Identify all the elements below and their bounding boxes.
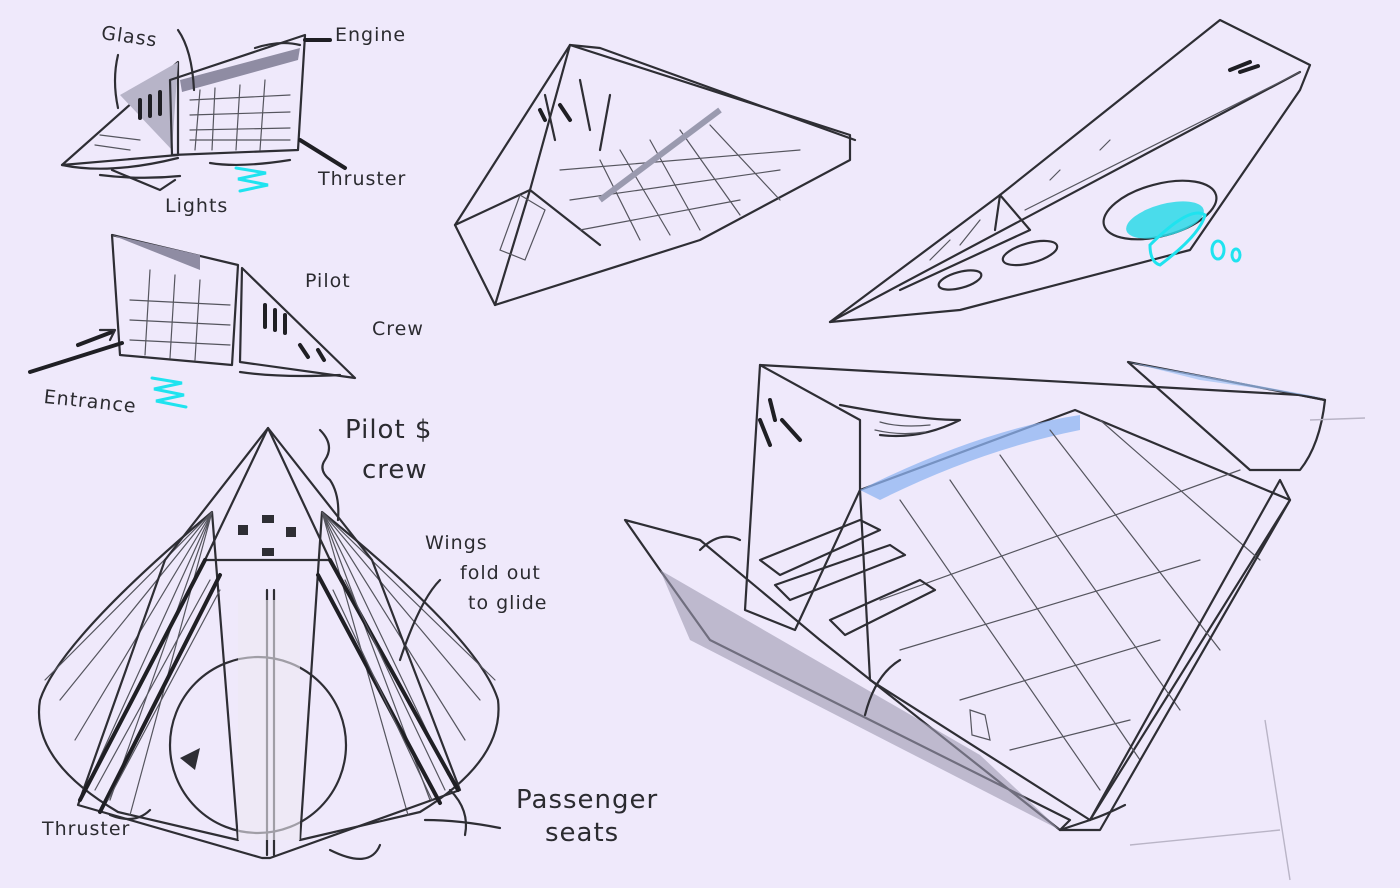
label-pilot: Pilot [305,270,351,292]
label-passenger-line2: seats [545,818,620,848]
top-view [37,426,502,860]
label-thruster-top: Thruster [42,818,131,840]
label-wings-line3: to glide [468,592,548,614]
perspective-open [623,360,1366,881]
perspective-front [453,43,857,307]
perspective-underside [828,18,1312,324]
side-view-lower [28,233,357,409]
label-thruster-side: Thruster [318,168,407,190]
side-view-upper [60,28,347,193]
label-passenger-line1: Passenger [516,785,659,815]
label-engine: Engine [335,24,407,46]
label-wings-line2: fold out [460,562,541,584]
label-pilot-crew-line1: Pilot $ [345,415,433,445]
label-wings-line1: Wings [425,532,488,554]
label-crew: Crew [372,318,424,340]
label-lights: Lights [165,195,229,217]
label-pilot-crew-line2: crew [362,455,428,485]
